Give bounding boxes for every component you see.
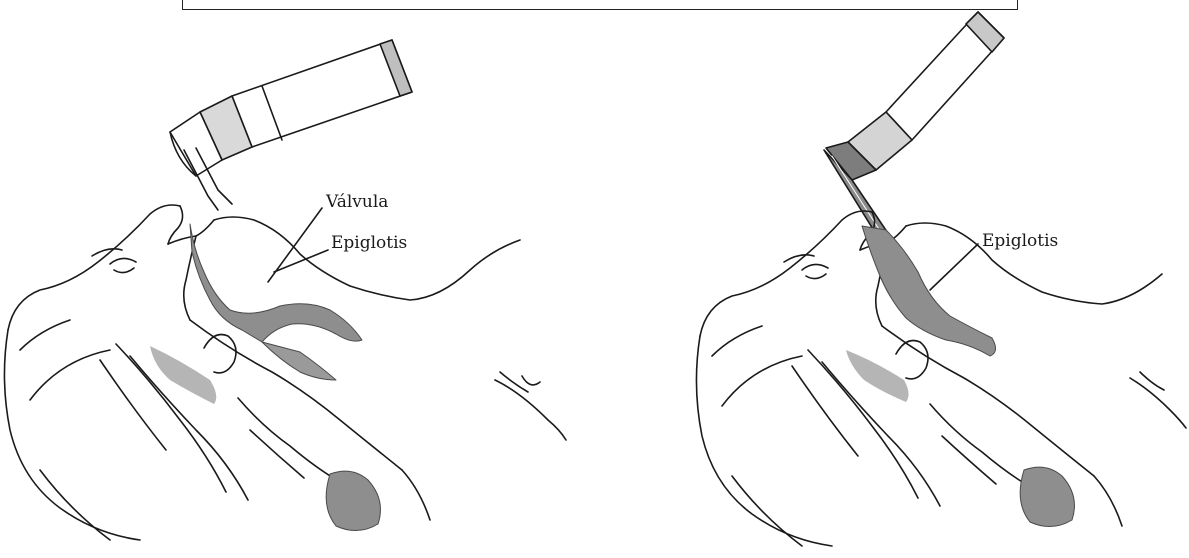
right-laryngoscope-handle — [826, 12, 1004, 180]
left-head — [4, 205, 566, 540]
right-shoulder-shade — [1020, 467, 1074, 526]
epiglotis-label-left: Epiglotis — [331, 233, 407, 253]
left-airway-branch — [262, 342, 336, 380]
valvula-label: Válvula — [326, 192, 388, 212]
left-illustration — [4, 40, 566, 540]
left-laryngoscope-handle — [170, 40, 412, 176]
right-hair-shade — [846, 350, 909, 402]
epiglotis-label-right: Epiglotis — [982, 231, 1058, 251]
right-illustration — [696, 12, 1186, 546]
right-epiglotis-leader — [930, 244, 978, 290]
right-head — [696, 211, 1186, 546]
left-shoulder-shade — [326, 471, 380, 530]
